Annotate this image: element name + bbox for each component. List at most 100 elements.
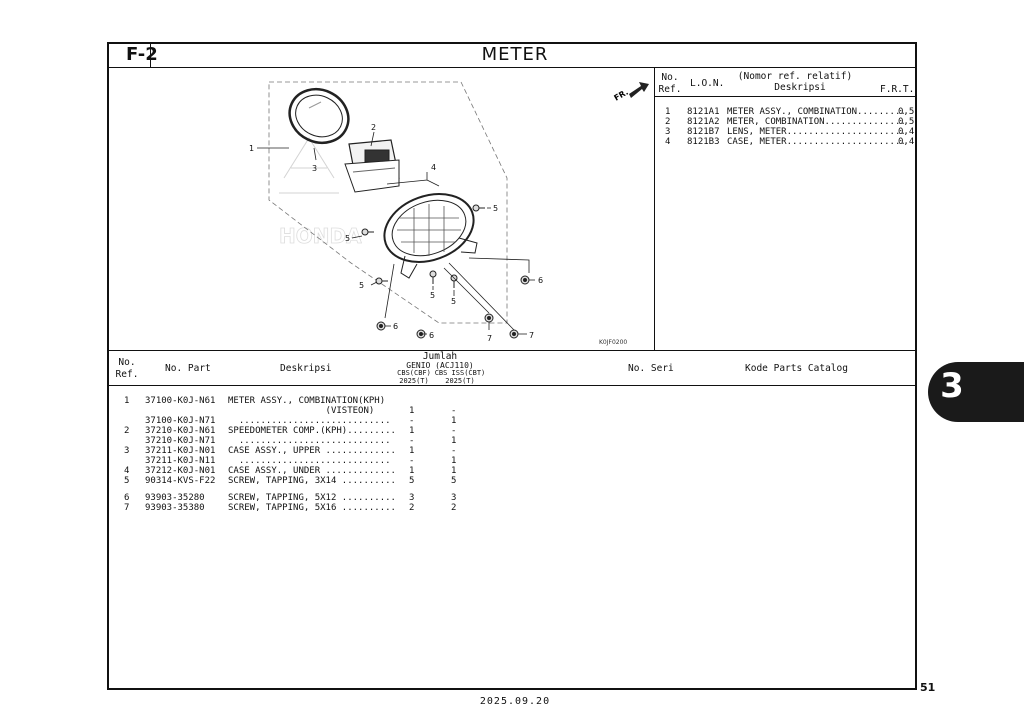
parts-row-desc: SCREW, TAPPING, 5X16 .......... [228, 503, 396, 513]
header-divider-left [150, 43, 151, 67]
ref-col-lon: L.O.N. [690, 78, 725, 89]
parts-row-part: 37211-K0J-N11 [145, 456, 216, 466]
parts-row-qty1: - [409, 436, 415, 446]
parts-row-part: 93903-35380 [145, 503, 205, 513]
ref-row-desc: CASE, METER...................... [727, 137, 906, 147]
parts-row-qty2: 2 [451, 503, 457, 513]
page-number: 51 [920, 681, 936, 694]
parts-row-qty2: 1 [451, 456, 457, 466]
ref-row-no: 3 [665, 127, 671, 137]
parts-col-no-seri: No. Seri [628, 363, 674, 374]
svg-text:HONDA: HONDA [279, 224, 362, 248]
parts-row-ref: 2 [124, 426, 130, 436]
diagram-bottom-divider [108, 350, 916, 351]
parts-row-qty1: - [409, 456, 415, 466]
ref-row-frt: 0,5 [898, 107, 915, 117]
parts-row-desc: ............................ [228, 456, 391, 466]
parts-row-part: 37100-K0J-N71 [145, 416, 216, 426]
callout-5e: 5 [451, 297, 456, 306]
ref-col-deskripsi: Deskripsi [774, 82, 826, 93]
parts-row-part: 93903-35280 [145, 493, 205, 503]
callout-5d: 5 [430, 291, 435, 300]
ref-col-no: No. Ref. [658, 72, 682, 95]
parts-row-qty2: 5 [451, 476, 457, 486]
page-title: METER [481, 44, 549, 65]
meter-combination [344, 139, 400, 193]
ref-row-desc: METER ASSY., COMBINATION......... [727, 107, 906, 117]
parts-row-qty2: 1 [451, 416, 457, 426]
parts-row-qty2: - [451, 406, 457, 416]
title-divider [108, 67, 916, 68]
parts-row-qty2: - [451, 426, 457, 436]
section-tab [928, 362, 1024, 422]
meter-case [383, 193, 478, 279]
callout-3: 3 [312, 164, 317, 173]
ref-row-lon: 8121A2 [687, 117, 720, 127]
parts-row-ref: 3 [124, 446, 130, 456]
callout-6b: 6 [393, 322, 398, 331]
ref-table-divider [655, 96, 916, 97]
leader-lines [257, 131, 535, 335]
ref-row-frt: 0,4 [898, 137, 915, 147]
parts-row-desc: METER ASSY., COMBINATION(KPH) [228, 396, 386, 406]
callout-1: 1 [249, 144, 254, 153]
section-code: F-2 [126, 44, 158, 65]
footer-date: 2025.09.20 [479, 696, 551, 707]
callout-5b: 5 [345, 234, 350, 243]
parts-row-ref: 6 [124, 493, 130, 503]
diagram-dashed-border [268, 81, 508, 324]
ref-col-nomor: (Nomor ref. relatif) [737, 71, 853, 82]
parts-row-desc: SCREW, TAPPING, 3X14 .......... [228, 476, 396, 486]
parts-col-kode: Kode Parts Catalog [745, 363, 848, 374]
parts-col-no-part: No. Part [165, 363, 211, 374]
ref-col-frt: F.R.T. [880, 84, 915, 95]
parts-row-part: 37210-K0J-N71 [145, 436, 216, 446]
ref-row-lon: 8121B7 [687, 127, 720, 137]
parts-row-qty1: 3 [409, 493, 415, 503]
callout-6c: 6 [429, 331, 434, 340]
parts-row-desc: SCREW, TAPPING, 5X12 .......... [228, 493, 396, 503]
parts-row-part: 37210-K0J-N61 [145, 426, 216, 436]
parts-row-ref: 7 [124, 503, 130, 513]
parts-col-no-ref: No. Ref. [115, 357, 139, 380]
callout-6a: 6 [538, 276, 543, 285]
parts-row-part: 37212-K0J-N01 [145, 466, 216, 476]
ref-row-frt: 0,5 [898, 117, 915, 127]
parts-row-part: 37100-K0J-N61 [145, 396, 216, 406]
callout-7a: 7 [487, 334, 492, 343]
parts-row-desc: CASE ASSY., UPPER ............. [228, 446, 396, 456]
parts-row-desc: (VISTEON) [228, 406, 375, 416]
parts-col-jumlah: Jumlah [422, 351, 458, 362]
parts-row-ref: 1 [124, 396, 130, 406]
section-tab-number: 3 [940, 366, 964, 406]
ref-row-desc: LENS, METER...................... [727, 127, 906, 137]
ref-row-no: 1 [665, 107, 671, 117]
fr-arrow-icon: FR. [613, 82, 649, 103]
parts-row-qty1: - [409, 416, 415, 426]
parts-col-deskripsi: Deskripsi [280, 363, 332, 374]
parts-row-desc: SPEEDOMETER COMP.(KPH)......... [228, 426, 396, 436]
parts-col-model: GENIO (ACJ110) [406, 361, 474, 370]
parts-row-ref: 5 [124, 476, 130, 486]
parts-row-qty1: 1 [409, 406, 415, 416]
parts-row-qty2: 1 [451, 466, 457, 476]
parts-row-qty1: 1 [409, 466, 415, 476]
diagram-divider [654, 67, 655, 350]
parts-row-qty2: 1 [451, 436, 457, 446]
callout-5a: 5 [493, 204, 498, 213]
screws [361, 204, 530, 339]
ref-row-frt: 0,4 [898, 127, 915, 137]
parts-header-divider [108, 385, 916, 386]
image-code: K0JF0200 [599, 339, 627, 346]
parts-row-qty1: 1 [409, 446, 415, 456]
ref-row-lon: 8121B3 [687, 137, 720, 147]
parts-col-cbs-iss: CBS ISS(CBT) 2025(T) [434, 369, 486, 385]
callout-7b: 7 [529, 331, 534, 340]
parts-row-desc: ............................ [228, 416, 391, 426]
parts-col-cbs: CBS(CBF) 2025(T) [397, 369, 431, 385]
callout-5c: 5 [359, 281, 364, 290]
meter-lens [288, 87, 350, 145]
parts-row-desc: ............................ [228, 436, 391, 446]
ref-row-no: 2 [665, 117, 671, 127]
parts-row-part: 90314-KVS-F22 [145, 476, 216, 486]
